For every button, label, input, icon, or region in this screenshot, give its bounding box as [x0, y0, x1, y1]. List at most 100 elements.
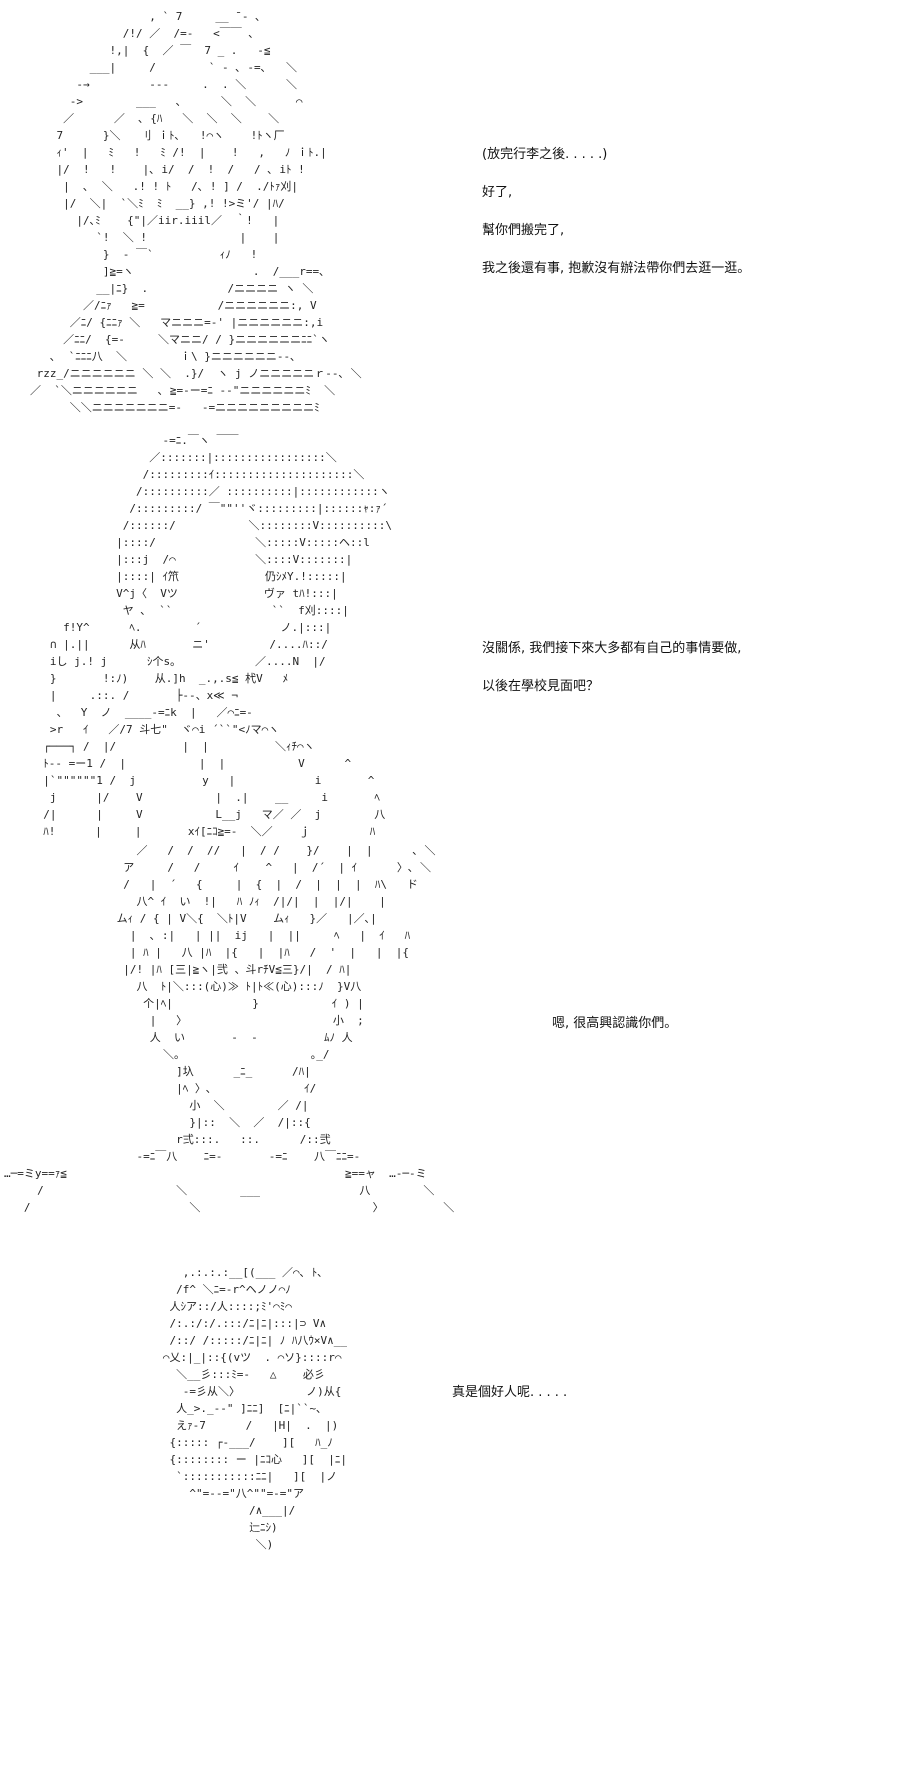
art-line: -=彡从＼〉 ノ)从{ [90, 1385, 342, 1398]
art-line: |/ ＼| `＼ﾐ ﾐ __} ,! !>ミ'/ |ﾊ/ [30, 197, 285, 210]
art-line: !,| { ／ ￣ 7 _ . -≦ [30, 44, 271, 57]
art-line: ┌───┐ / |/ | | ＼ｨﾁ⌒ヽ [30, 740, 315, 753]
dialogue-line: 嗯, 很高興認識你們。 [552, 1016, 678, 1031]
art-line: >r ｲ ／/7 斗七" ヾ⌒i ´``"<ﾉマ⌒ヽ [30, 723, 280, 736]
art-line: ＼＼ニニニニニニニ=- -=ニニニニニニニニニﾐ [30, 401, 320, 414]
art-line: -> ___ ､ ＼ ＼ ⌒ [30, 95, 303, 108]
art-line: 7 }＼ 刂 ｉﾄ､ !⌒ヽ !ﾄヽ厂 [30, 129, 285, 142]
art-line: ___| / ` ‐ ､ ‐=､ ＼ [30, 61, 298, 74]
dialogue-line: 沒關係, 我們接下來大多都有自己的事情要做, [482, 641, 742, 656]
art-line: ^"=-‐="八^""=‐="ア [90, 1487, 305, 1500]
ascii-art-character-1: , ` 7 __ ̄ - ､ /!/ ／ /=- <￣￣ ､ !,| { ／ ￣… [30, 8, 362, 416]
art-line: | ﾊ | 八 |ﾊ |{ | |ﾊ / ' | | |{ [4, 946, 409, 959]
art-line: /::/ /:::::/ﾆ|ﾆ| ﾉ ﾊ八ｳ×V∧__ [90, 1334, 348, 1347]
art-line: |ﾍ 〉､ ｲ/ [4, 1082, 317, 1095]
art-line: , ` 7 __ ̄ - ､ [30, 10, 261, 23]
art-line: 辷ﾆｼ) [90, 1521, 278, 1534]
art-line: ヤ ､ `` `` f刈::::| [30, 604, 349, 617]
art-line: |:::j /⌒ ＼::::V:::::::| [30, 553, 353, 566]
art-line: ／/ﾆｧ ≧= /ニニニニニニ:, V [30, 299, 317, 312]
art-line: /f^ ＼ﾆ=‐r^ヘノノ⌒ﾉ [90, 1283, 291, 1296]
dialogue-2: 沒關係, 我們接下來大多都有自己的事情要做, 以後在學校見面吧？ [482, 639, 741, 715]
art-line: | ､ ＼ .! ! ﾄ /､ ! ] / ./ﾄｧ刈| [30, 180, 299, 193]
art-line: ﾄ-- =ー1 / | | | V ^ [30, 757, 352, 770]
art-line: | 〉 小 ; [4, 1014, 364, 1027]
dialogue-1: (放完行李之後. . . . .) 好了, 幫你們搬完了, 我之後還有事, 抱歉… [482, 145, 750, 297]
art-line: / | ´ { | { | / | | | ﾊ\ ド [4, 878, 418, 891]
art-line: 个|ﾍ| } ｲ ) | [4, 997, 364, 1010]
art-line: ⌒乂:|_|::{(vツ . ⌒ソ}::::r⌒ [90, 1351, 342, 1364]
art-line: /:::::::::ｲ:::::::::::::::::::::＼ [30, 468, 365, 481]
art-line: rzz_/ニニニニニニ ＼ ＼ .}/ ヽ j ノニニニニニｒ‐-､ ＼ [30, 367, 362, 380]
art-line: __|ﾆ} . /ニニニニ ヽ ＼ [30, 282, 314, 295]
dialogue-line: 真是個好人呢. . . . . [452, 1385, 568, 1400]
art-line: 人ｼア::/人::::;ﾐ'⌒ﾐ⌒ [90, 1300, 292, 1313]
art-line: } ‐ ￣` ｨﾉ ! [30, 248, 258, 261]
art-line: ﾊ! | | xｲ[ﾆｺ≧=- ＼／ ｊ ﾊ [30, 825, 376, 838]
art-line: V^j〈 Vツ ヴァ tﾊ!:::| [30, 587, 338, 600]
art-line: ,.:.:.:__[(___ ／⌒､ ﾄ､ [90, 1266, 323, 1279]
art-line: 人_>._-‐" ]ﾆﾆ] [ﾆ|``~､ [90, 1402, 322, 1415]
art-line: |/! |ﾊ [三|≧ヽ|弐 、斗rﾁV≦三}/| / ﾊ| [4, 963, 352, 976]
ascii-art-character-4: ,.:.:.:__[(___ ／⌒､ ﾄ､ /f^ ＼ﾆ=‐r^ヘノノ⌒ﾉ 人ｼ… [90, 1264, 347, 1553]
art-line: ／ `＼ニニニニニニ ､ ≧=‐ー=ﾆ -‐"ニニニニニニﾐ ＼ [30, 384, 336, 397]
art-line: |`""""""1 / j y | i ^ [30, 774, 375, 787]
art-line: `! ＼ ! | | [30, 231, 280, 244]
art-line: / ＼ 〉 ＼ [4, 1201, 455, 1214]
art-line: / ＼ ___ 八 ＼ [4, 1184, 435, 1197]
art-line: ､ `ﾆﾆﾆ八 ＼ ｉ\ }ニニニニニニ‐-､ [30, 350, 296, 363]
dialogue-line: 以後在學校見面吧？ [482, 679, 600, 694]
panel-1: , ` 7 __ ̄ - ､ /!/ ／ /=- <￣￣ ､ !,| { ／ ￣… [0, 0, 910, 420]
art-line: 人 い - - ﾑﾉ 人 [4, 1031, 353, 1044]
panel-4: ,.:.:.:__[(___ ／⌒､ ﾄ､ /f^ ＼ﾆ=‐r^ヘノノ⌒ﾉ 人ｼ… [0, 1250, 910, 1792]
art-line: ／:::::::|:::::::::::::::::＼ [30, 451, 337, 464]
art-line: |/ ! ! |､ i/ / ! / / ､ iﾄ ! [30, 163, 305, 176]
art-line: } !:ﾉ) 从.]h _.,.s≦ 杙V ﾒ [30, 672, 289, 685]
art-line: |::::/ ＼:::::V:::::ヘ::l [30, 536, 370, 549]
art-line: /::::::::::／ ::::::::::|::::::::::::ヽ [30, 485, 390, 498]
art-line: {::::: ┌‐___/ ][ ﾊ_ﾉ [90, 1436, 333, 1449]
dialogue-4: 真是個好人呢. . . . . [452, 1383, 567, 1421]
art-line: ]圦 _ﾆ_ /ﾊ| [4, 1065, 311, 1078]
art-line: /∧___|/ [90, 1504, 296, 1517]
ascii-art-character-3: ／ / / // | / / }/ | | ､ ＼ ア / / ｲ ^ | /´… [4, 842, 454, 1216]
art-line: /:::::::::/ ￣""''ヾ:::::::::|::::::ｬ:ｧ´ [30, 502, 388, 515]
art-line: | ､ :| | || ij | || ﾍ | ｲ ﾊ [4, 929, 411, 942]
art-line: -=ﾆ￣八 ﾆ=- -=ﾆ 八￣ﾆﾆ=- [4, 1150, 361, 1163]
art-line: 八^ ｲ い !| ﾊ ﾉｨ /|/| | |/| | [4, 895, 386, 908]
art-line: ∩ |.|| 从ﾊ ニ' /....ﾊ::/ [30, 638, 328, 651]
art-line: ムｨ / { | V＼{ ＼ﾄ|V ムｨ }／ |／､| [4, 912, 377, 925]
art-line: -→ --- . . ＼ ＼ [30, 78, 298, 91]
art-line: |/､ﾐ {"|／iir.iiil／ ｀! | [30, 214, 280, 227]
art-line: /::::::/ ＼::::::::V::::::::::\ [30, 519, 392, 532]
art-line: 、 Y ノ ____-=ﾆk | ／⌒ﾆ=- [30, 706, 253, 719]
art-line: …─=ミy==ｧ≦ ≧==ャ …‐─‐ミ [4, 1167, 427, 1180]
panel-2: -=ﾆ.￣ヽ ￣￣ ／:::::::|:::::::::::::::::＼ /:… [0, 420, 910, 838]
art-line: {:::::::: ー |ﾆｺ心 ][ |ﾆ| [90, 1453, 348, 1466]
ascii-art-character-2: -=ﾆ.￣ヽ ￣￣ ／:::::::|:::::::::::::::::＼ /:… [30, 432, 392, 840]
panel-3: ／ / / // | / / }/ | | ､ ＼ ア / / ｲ ^ | /´… [0, 830, 910, 1250]
art-line: 小 ＼ ／ /| [4, 1099, 309, 1112]
art-line: ｨ' | ﾐ ! ﾐ /! | ! , ﾉ ｉﾄ.| [30, 146, 327, 159]
dialogue-line: 幫你們搬完了, [482, 223, 565, 238]
art-line: j |/ V | .| __ i ﾍ [30, 791, 380, 804]
art-line: iし j.! j ｼ个s｡ ／....N |/ [30, 655, 326, 668]
art-line: r弍:::. ::. /::弐 [4, 1133, 331, 1146]
dialogue-line: (放完行李之後. . . . .) [482, 147, 608, 162]
art-line: }|:: ＼ ／ /|::{ [4, 1116, 311, 1129]
art-line: ／ / / // | / / }/ | | ､ ＼ [4, 844, 436, 857]
dialogue-line: 我之後還有事, 抱歉沒有辦法帶你們去逛一逛。 [482, 261, 751, 276]
art-line: ／ ／ ､ {ﾊ ＼ ＼ ＼ ＼ [30, 112, 280, 125]
art-line: ＼__彡:::ﾐ=- △ 必彡 [90, 1368, 325, 1381]
art-line: ／ﾆ/ {ﾆﾆｧ ＼ マニニニ=-' |ニニニニニニ:,i [30, 316, 324, 329]
art-line: ]≧=ヽ . /___r==､ [30, 265, 325, 278]
art-line: `:::::::::::ﾆﾆ| ][ |ノ [90, 1470, 338, 1483]
art-line: /!/ ／ /=- <￣￣ ､ [30, 27, 254, 40]
art-line: えｧ-7 / |H| . |) [90, 1419, 339, 1432]
art-line: 八 ﾄ|＼:::(心)≫ ﾄ|ﾄ≪(心):::ﾉ }V八 [4, 980, 362, 993]
art-line: /:.:/:/.:::/ﾆ|ﾆ|:::|⊃ V∧ [90, 1317, 327, 1330]
art-line: ア / / ｲ ^ | /´ | ｲ 〉､ ＼ [4, 861, 431, 874]
art-line: ＼) [90, 1538, 274, 1551]
art-line: | .::. / ├‐-、x≪ ¬ [30, 689, 238, 702]
art-line: ／ﾆﾆ/ {=- ＼マニニ/ / }ニニニニニニﾆﾆ`ヽ [30, 333, 330, 346]
